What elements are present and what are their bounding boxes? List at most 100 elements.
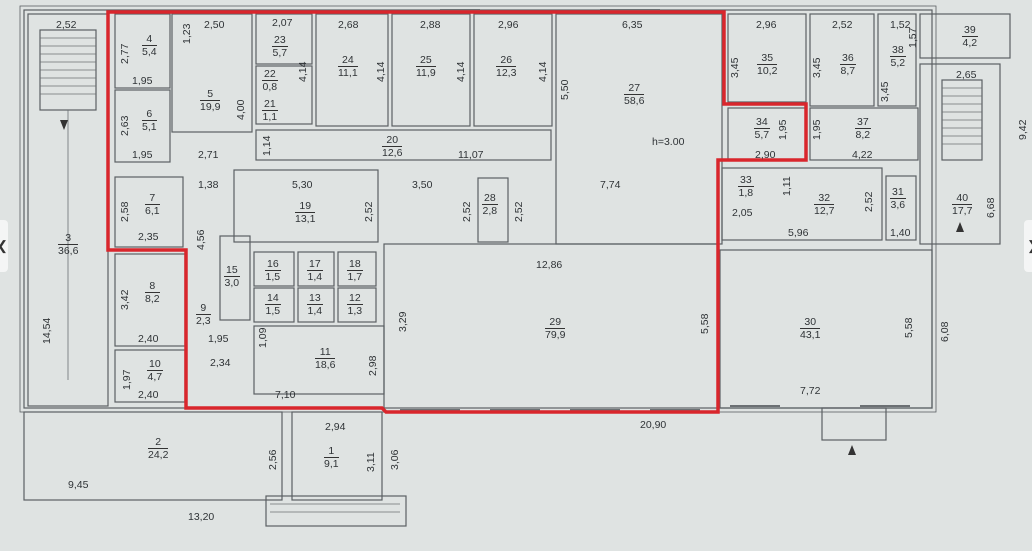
room-number: 15 — [224, 264, 240, 278]
dim-label-vertical: 5,58 — [903, 317, 915, 338]
dim-label: 2,88 — [420, 19, 441, 31]
dim-label: 9,45 — [68, 479, 89, 491]
room-number: 8 — [145, 280, 160, 294]
room-number: 4 — [142, 33, 157, 47]
chevron-right-icon: ❯ — [1027, 238, 1032, 254]
room-number: 12 — [347, 292, 363, 306]
room-number: 39 — [962, 24, 978, 38]
dim-label: 7,72 — [800, 385, 821, 397]
dim-label-vertical: 1,11 — [781, 176, 793, 196]
room-number: 27 — [624, 82, 645, 96]
room-number: 32 — [814, 192, 835, 206]
room-number: 30 — [800, 316, 821, 330]
room-number: 28 — [482, 192, 498, 206]
dim-label-vertical: 9,42 — [1017, 119, 1029, 140]
previous-image-button[interactable]: ❮ — [0, 220, 8, 272]
room-number: 33 — [738, 174, 754, 188]
room-area: 11,1 — [338, 67, 358, 80]
room-area: 12,3 — [496, 67, 517, 80]
room-number: 3 — [58, 232, 79, 246]
room-number: 25 — [416, 54, 436, 68]
next-image-button[interactable]: ❯ — [1024, 220, 1032, 272]
room-area: 10,2 — [757, 65, 778, 78]
chevron-left-icon: ❮ — [0, 238, 8, 254]
room-area: 18,6 — [315, 359, 336, 372]
room-number: 14 — [265, 292, 281, 306]
room-area: 3,6 — [890, 199, 906, 212]
room-number: 5 — [200, 88, 221, 102]
dim-label-vertical: 5,58 — [699, 313, 711, 334]
room-area: 12,6 — [382, 147, 403, 160]
room-number: 13 — [307, 292, 323, 306]
dim-label: 1,95 — [132, 75, 153, 87]
dim-label: 3,50 — [412, 179, 433, 191]
dim-label: 5,30 — [292, 179, 313, 191]
room-number: 19 — [295, 200, 316, 214]
dim-label: 2,34 — [210, 357, 231, 369]
dim-label-vertical: 3,42 — [119, 289, 131, 310]
room-number: 11 — [315, 346, 336, 360]
dim-label-vertical: 6,68 — [985, 197, 997, 218]
room-area: 24,2 — [148, 449, 169, 462]
room-number: 23 — [272, 34, 288, 48]
room-area: 36,6 — [58, 245, 79, 258]
dim-label-vertical: 1,95 — [811, 119, 823, 140]
dim-label: 20,90 — [640, 419, 667, 431]
room-number: 21 — [262, 98, 278, 112]
room-number: 38 — [890, 44, 906, 58]
room-area: 11,9 — [416, 67, 436, 80]
dim-label-vertical: 4,14 — [375, 61, 387, 82]
room-area: 9,1 — [324, 458, 339, 471]
dim-label-vertical: 3,45 — [729, 57, 741, 78]
room-number: 9 — [196, 302, 211, 316]
dim-label-vertical: 6,08 — [939, 321, 951, 342]
room-number: 17 — [307, 258, 323, 272]
dim-label-vertical: 2,52 — [513, 201, 525, 222]
dim-label: 1,95 — [132, 149, 153, 161]
dim-label: 2,35 — [138, 231, 159, 243]
room-number: 31 — [890, 186, 906, 200]
room-area: 58,6 — [624, 95, 645, 108]
room-number: 26 — [496, 54, 517, 68]
dim-label-vertical: 2,77 — [119, 43, 131, 64]
dim-label: 12,86 — [536, 259, 563, 271]
room-number: 18 — [347, 258, 363, 272]
room-number: 20 — [382, 134, 403, 148]
room-area: 5,4 — [142, 46, 157, 59]
room-number: 10 — [147, 358, 163, 372]
dim-label-vertical: 1,09 — [257, 327, 269, 348]
dim-label: 2,71 — [198, 149, 219, 161]
dim-label-vertical: 4,56 — [195, 229, 207, 250]
highlighted-area-outline — [106, 10, 808, 414]
room-number: 7 — [145, 192, 160, 206]
room-number: 37 — [855, 116, 871, 130]
room-number: 35 — [757, 52, 778, 66]
dim-label-vertical: 14,54 — [41, 317, 53, 344]
dim-label: 7,74 — [600, 179, 621, 191]
dim-label: 1,38 — [198, 179, 219, 191]
room-area: 1,5 — [265, 271, 281, 284]
room-area: 1,3 — [347, 305, 363, 318]
room-area: 1,5 — [265, 305, 281, 318]
room-area: 5,7 — [272, 47, 288, 60]
dim-label: 2,68 — [338, 19, 359, 31]
room-area: 1,4 — [307, 305, 323, 318]
room-area: 4,7 — [147, 371, 163, 384]
